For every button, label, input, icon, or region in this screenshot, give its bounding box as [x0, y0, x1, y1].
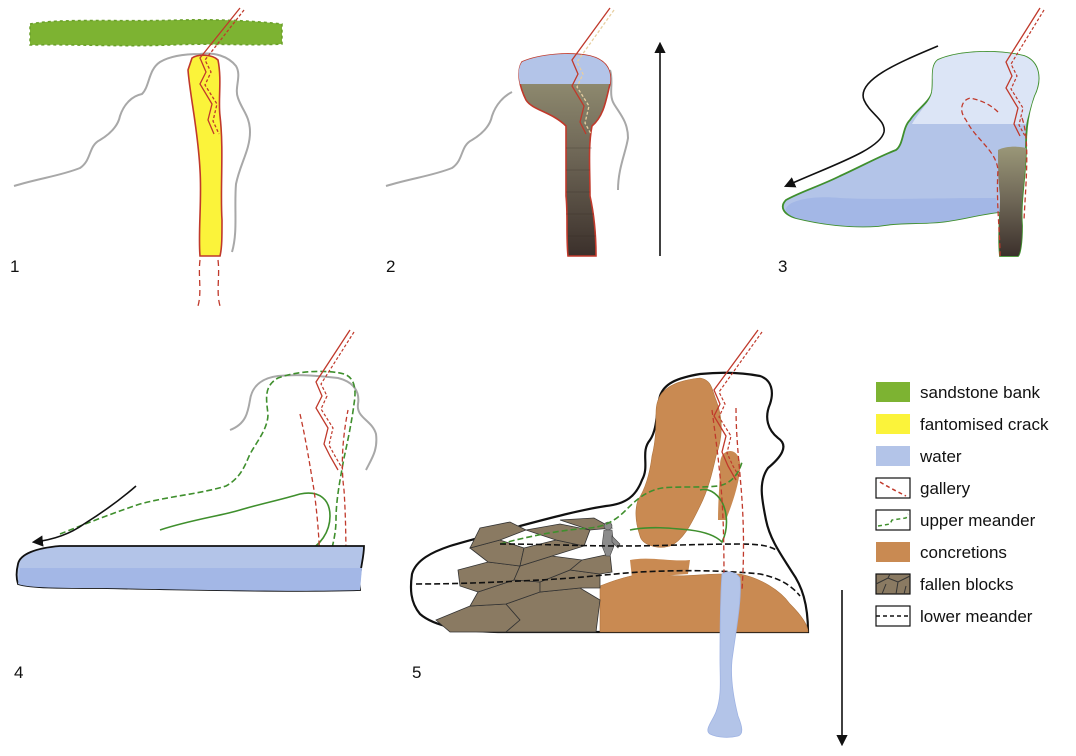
step-number-1: 1: [10, 257, 19, 276]
legend-label-gallery: gallery: [920, 479, 971, 498]
sediment-fill: [519, 54, 610, 256]
panel-4: [17, 330, 377, 591]
legend-item-sandstone-bank: sandstone bank: [876, 382, 1041, 402]
legend-item-concretions: concretions: [876, 542, 1007, 562]
legend-swatch-water: [876, 446, 910, 466]
legend-swatch-concretions: [876, 542, 910, 562]
legend-item-gallery: gallery: [876, 478, 971, 498]
legend-label-fantomised-crack: fantomised crack: [920, 415, 1049, 434]
step-number-2: 2: [386, 257, 395, 276]
legend: sandstone bank fantomised crack water ga…: [876, 382, 1049, 626]
panel-5: [411, 330, 842, 744]
sandstone-bank: [30, 20, 282, 46]
legend-label-water: water: [919, 447, 962, 466]
cave-outline-2: [386, 92, 512, 186]
legend-label-sandstone-bank: sandstone bank: [920, 383, 1041, 402]
upper-meander-outline-4: [60, 371, 355, 548]
legend-label-upper-meander: upper meander: [920, 511, 1036, 530]
legend-swatch-fantomised-crack: [876, 414, 910, 434]
legend-item-lower-meander: lower meander: [876, 606, 1033, 626]
legend-item-fallen-blocks: fallen blocks: [876, 574, 1014, 594]
legend-swatch-sandstone-bank: [876, 382, 910, 402]
panel-3: [783, 8, 1044, 256]
legend-item-water: water: [876, 446, 962, 466]
step-number-5: 5: [412, 663, 421, 682]
gallery-projection-1: [198, 260, 220, 306]
gallery-crack-line-4: [316, 330, 350, 470]
flow-arrow-4: [34, 486, 136, 542]
legend-label-lower-meander: lower meander: [920, 607, 1033, 626]
step-number-3: 3: [778, 257, 787, 276]
legend-item-upper-meander: upper meander: [876, 510, 1036, 530]
legend-label-fallen-blocks: fallen blocks: [920, 575, 1014, 594]
panel-1: [14, 8, 282, 306]
cave-outline-4: [230, 375, 376, 470]
panel-2: [386, 8, 660, 256]
step-number-4: 4: [14, 663, 23, 682]
legend-item-fantomised-crack: fantomised crack: [876, 414, 1049, 434]
water-top-2: [519, 54, 611, 84]
legend-label-concretions: concretions: [920, 543, 1007, 562]
